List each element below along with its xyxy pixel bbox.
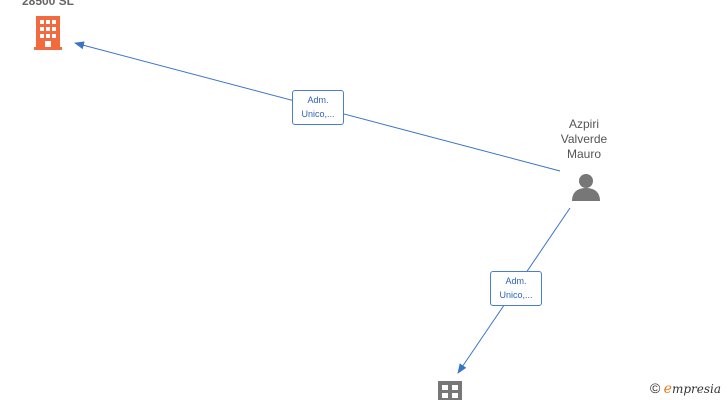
edge-label-line: Unico,... xyxy=(499,290,533,300)
building-icon[interactable] xyxy=(438,381,462,400)
edge-label-adm-unico: Adm. Unico,... xyxy=(490,271,542,306)
edge-label-line: Adm. xyxy=(505,276,527,286)
building-icon[interactable] xyxy=(34,16,62,50)
person-icon[interactable] xyxy=(572,174,600,201)
edge-label-adm-unico: Adm. Unico,... xyxy=(292,90,344,125)
person-name-label[interactable]: Azpiri Valverde Mauro xyxy=(548,117,620,162)
person-name-line: Mauro xyxy=(566,147,601,161)
person-name-line: Valverde xyxy=(560,132,608,146)
brand-initial: e xyxy=(663,381,672,397)
copyright-icon: © xyxy=(650,380,661,396)
brand-name: mpresia xyxy=(671,382,722,396)
empresia-watermark: © empresia xyxy=(650,380,721,397)
edge-label-line: Adm. xyxy=(307,95,329,105)
edge-label-line: Unico,... xyxy=(301,109,335,119)
company-top-label[interactable]: 28500 SL xyxy=(21,0,75,8)
person-name-line: Azpiri xyxy=(568,117,599,131)
